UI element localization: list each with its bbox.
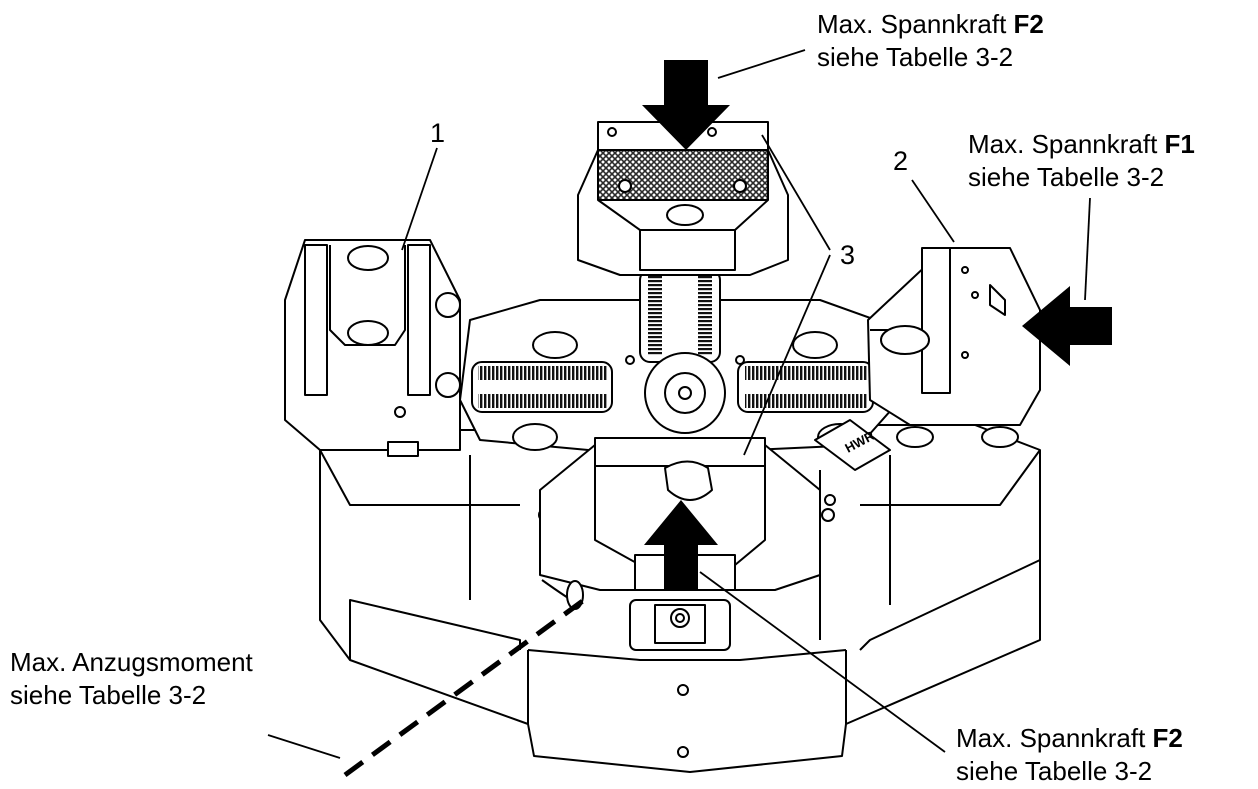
callout-bottom-f2-label: Max. Spannkraft xyxy=(956,723,1146,753)
hwr-logo-plate xyxy=(814,419,891,471)
leader-right-f1 xyxy=(1084,197,1091,301)
callout-right-f1-force: F1 xyxy=(1164,129,1195,159)
callout-torque: Max. Anzugsmoment siehe Tabelle 3-2 xyxy=(10,646,253,712)
position-number-1: 1 xyxy=(430,118,446,148)
callout-right-f1-label: Max. Spannkraft xyxy=(968,129,1158,159)
leader-bottom-f2 xyxy=(699,571,946,753)
callout-bottom-f2-force: F2 xyxy=(1152,723,1183,753)
front-jaw-cavity xyxy=(664,460,713,501)
arrow-top-down xyxy=(642,60,730,150)
callout-top-f2: Max. Spannkraft F2 siehe Tabelle 3-2 xyxy=(817,8,1044,74)
callout-top-f2-force: F2 xyxy=(1013,9,1044,39)
arrow-front-up xyxy=(644,500,718,590)
leader-pos2 xyxy=(911,179,955,243)
jaw-left-stripe-b xyxy=(407,244,431,396)
position-number-2: 2 xyxy=(893,146,909,176)
callout-right-f1: Max. Spannkraft F1 siehe Tabelle 3-2 xyxy=(968,128,1195,194)
callout-torque-label: Max. Anzugsmoment xyxy=(10,647,253,677)
leader-torque xyxy=(267,734,341,759)
callout-torque-ref: siehe Tabelle 3-2 xyxy=(10,680,207,710)
base-front-face xyxy=(527,649,847,724)
leader-pos1 xyxy=(401,147,438,251)
arrow-right-left xyxy=(1022,286,1112,366)
callout-bottom-f2-ref: siehe Tabelle 3-2 xyxy=(956,756,1153,786)
jaw-left-stripe-a xyxy=(304,244,328,396)
position-number-3: 3 xyxy=(840,240,856,270)
callout-top-f2-ref: siehe Tabelle 3-2 xyxy=(817,42,1014,72)
leader-top-f2 xyxy=(717,49,806,79)
base-top-rim xyxy=(319,449,1041,506)
callout-bottom-f2: Max. Spannkraft F2 siehe Tabelle 3-2 xyxy=(956,722,1183,788)
leader-pos3-top xyxy=(761,134,831,251)
callout-right-f1-ref: siehe Tabelle 3-2 xyxy=(968,162,1165,192)
jaw-right-stripe xyxy=(921,247,951,394)
callout-top-f2-label: Max. Spannkraft xyxy=(817,9,1007,39)
torque-axis-dashed xyxy=(343,597,586,778)
leader-pos3-bottom xyxy=(743,254,831,456)
